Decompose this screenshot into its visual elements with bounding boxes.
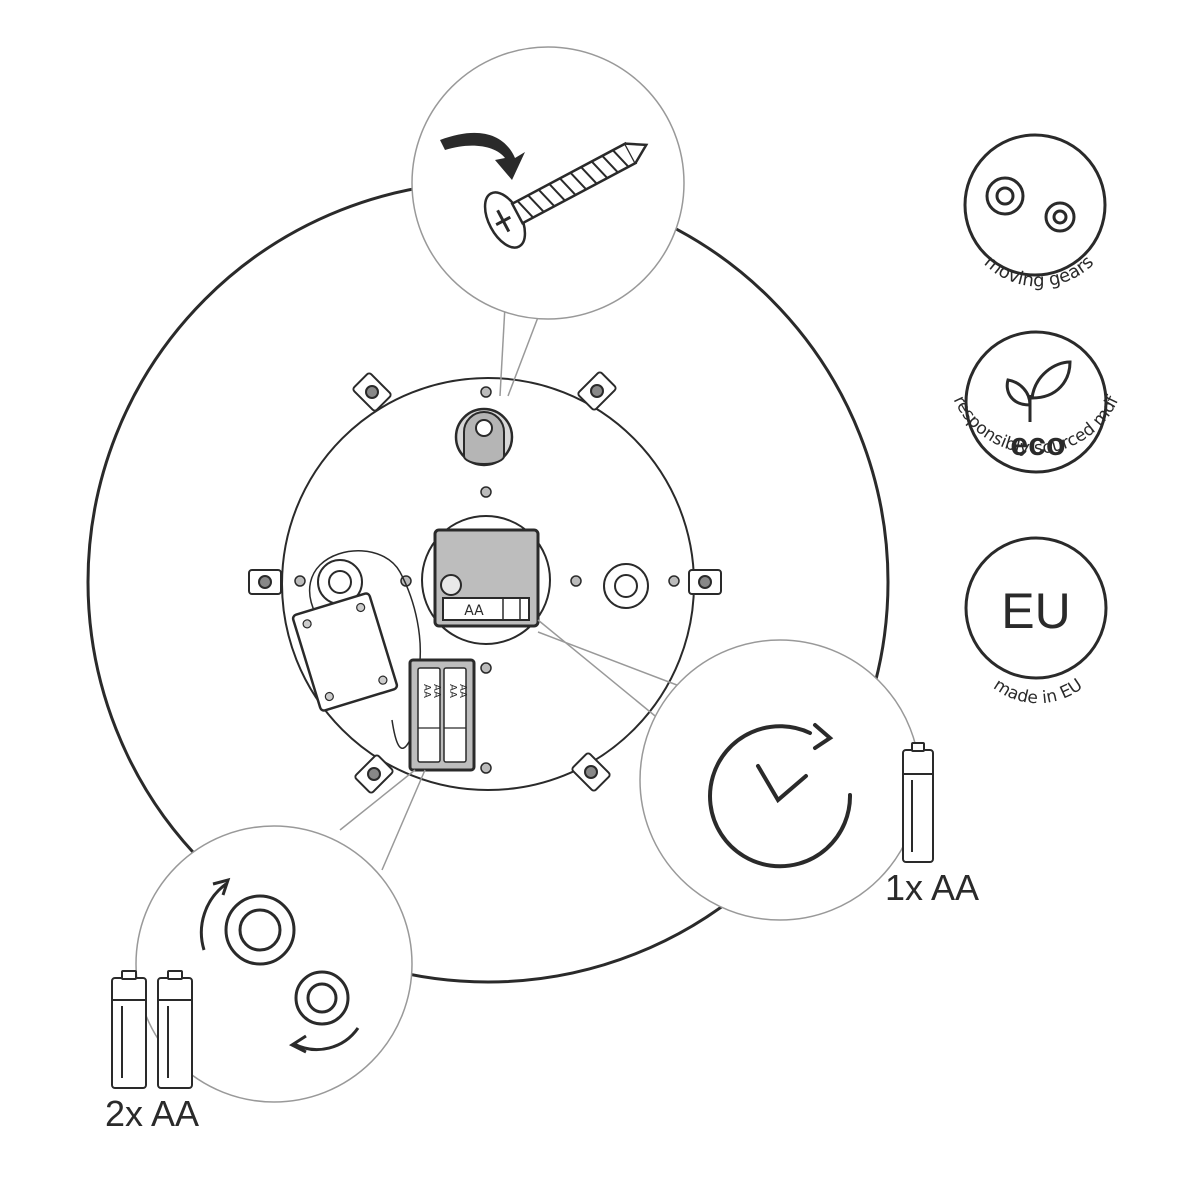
keyhole-hanger: [454, 407, 514, 467]
battery-pack: AA AA AA AA: [408, 658, 476, 772]
callout-lines: [339, 305, 691, 871]
motor-housing: [291, 592, 399, 712]
gears-rotation-icon: [199, 877, 360, 1054]
eu-text: EU: [1001, 583, 1070, 639]
mount-brackets: [248, 371, 722, 794]
clock-movement: AA: [433, 528, 540, 628]
plate-screws: [294, 386, 680, 774]
clock-rotation-icon: [708, 723, 853, 869]
leaf-icon: [1005, 360, 1072, 422]
pack-cell-left-label-2: AA: [421, 684, 432, 698]
gears-icon: [985, 176, 1076, 233]
battery-aa-icon: [902, 742, 934, 863]
pulley-right: [603, 563, 649, 609]
badge-eu: EU made in EU: [964, 536, 1108, 708]
battery-aa-pair-icon: [111, 970, 193, 1089]
clock-callout: [639, 639, 921, 921]
movement-battery-label: AA: [464, 603, 484, 619]
pack-cell-right-label-2: AA: [447, 684, 458, 698]
gears-battery-label: 2x AA: [105, 1093, 199, 1134]
pulley-left: [317, 559, 363, 605]
clock-battery-label: 1x AA: [885, 867, 979, 908]
pack-cell-right-label: AA: [457, 684, 468, 698]
badge-eco-caption: eco: [1010, 426, 1065, 462]
screw-icon: [440, 132, 649, 249]
screw-callout: [411, 46, 685, 320]
gears-callout: [135, 825, 413, 1103]
pack-cell-left-label: AA: [431, 684, 442, 698]
badge-eco: eco responsibly sourced mdf: [949, 330, 1124, 474]
badge-moving-gears: moving gears: [963, 133, 1107, 292]
badge-eu-subcaption: made in EU: [990, 675, 1086, 708]
